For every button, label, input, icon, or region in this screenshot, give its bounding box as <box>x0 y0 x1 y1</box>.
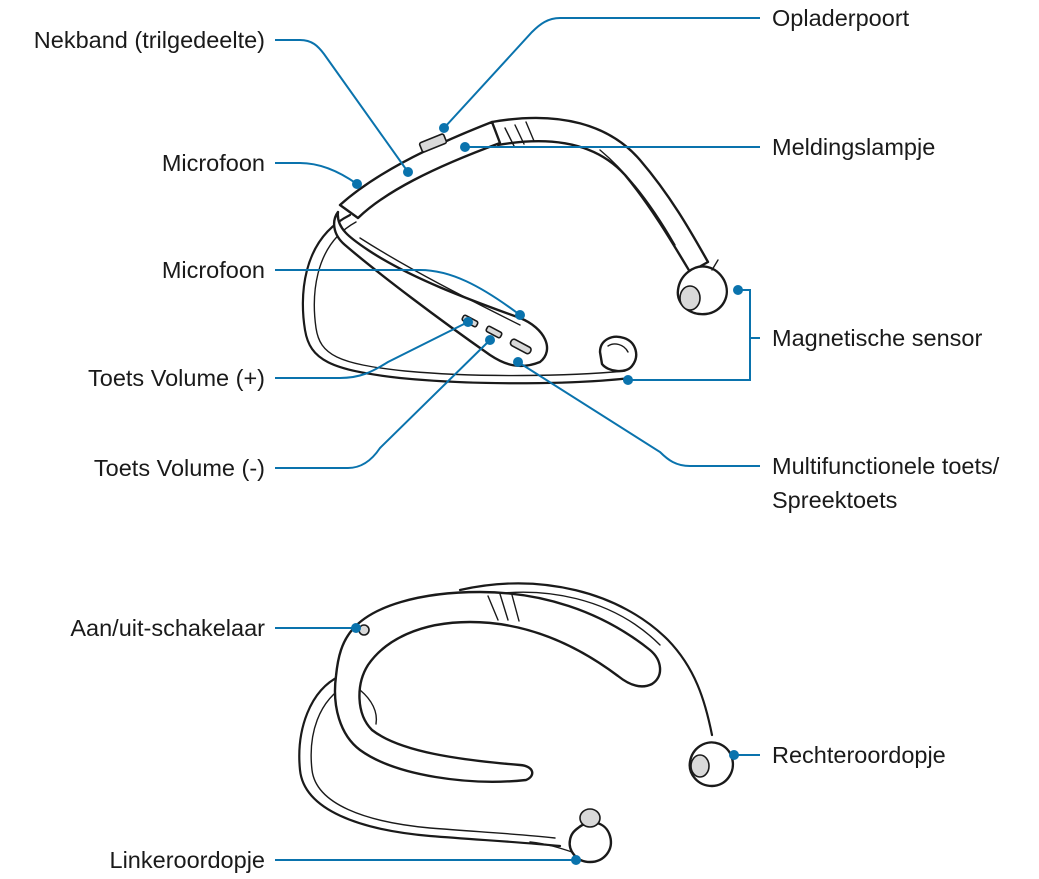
leader-microfoon-top <box>275 163 357 184</box>
label-opladerpoort: Opladerpoort <box>772 5 910 31</box>
neckband-body <box>340 122 500 218</box>
label-volume-plus: Toets Volume (+) <box>88 365 265 391</box>
dot-volume-plus <box>463 317 473 327</box>
label-volume-minus: Toets Volume (-) <box>94 455 265 481</box>
left-earbud-top <box>600 337 636 371</box>
label-linkeroordopje: Linkeroordopje <box>110 847 265 873</box>
dot-opladerpoort <box>439 123 449 133</box>
dot-aan-uit <box>351 623 361 633</box>
dot-linkeroordopje <box>571 855 581 865</box>
label-meldingslampje: Meldingslampje <box>772 134 935 160</box>
dot-volume-minus <box>485 335 495 345</box>
dot-rechteroordopje <box>729 750 739 760</box>
label-microfoon-mid: Microfoon <box>162 257 265 283</box>
dot-magnetische-sensor-left <box>623 375 633 385</box>
label-microfoon-top: Microfoon <box>162 150 265 176</box>
dot-meldingslampje <box>460 142 470 152</box>
neckband-right-arm <box>492 118 708 272</box>
label-rechteroordopje: Rechteroordopje <box>772 742 946 768</box>
leader-nekband <box>275 40 408 172</box>
label-multifunctionele-line2: Spreektoets <box>772 487 897 513</box>
headset-bottom-view <box>299 583 733 862</box>
label-aan-uit: Aan/uit-schakelaar <box>70 615 265 641</box>
label-multifunctionele-line1: Multifunctionele toets/ <box>772 453 1000 479</box>
dot-magnetische-sensor-right <box>733 285 743 295</box>
dot-microfoon-top <box>352 179 362 189</box>
leader-opladerpoort <box>444 18 760 128</box>
headset-top-view <box>303 118 727 383</box>
label-nekband: Nekband (trilgedeelte) <box>34 27 265 53</box>
dot-nekband <box>403 167 413 177</box>
dot-multifunctionele-toets <box>513 357 523 367</box>
leader-volume-plus <box>275 322 468 378</box>
leader-volume-minus <box>275 340 490 468</box>
dot-microfoon-mid <box>515 310 525 320</box>
label-magnetische-sensor: Magnetische sensor <box>772 325 982 351</box>
leader-multifunctionele-toets <box>518 362 760 466</box>
